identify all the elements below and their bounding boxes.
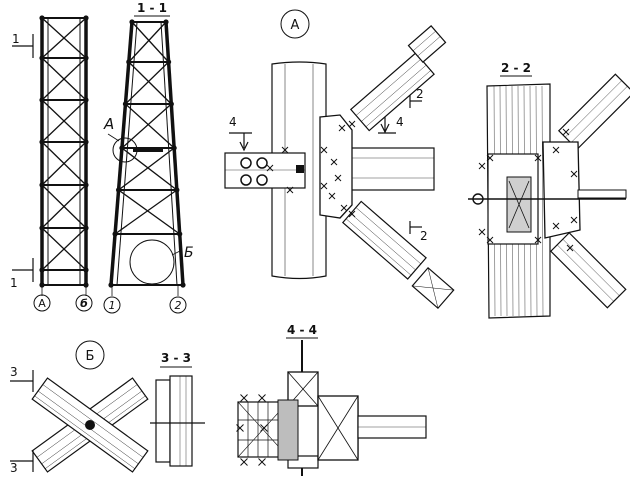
section-title-3-3: 3 - 3 <box>161 351 191 365</box>
node-marker-a: А <box>103 115 114 133</box>
axis-bubble-1: 1 <box>109 299 116 312</box>
section-title-4-4: 4 - 4 <box>287 323 317 337</box>
section-3-3-view: 3 - 3 <box>150 351 205 467</box>
cut-mark-left-4: 4 <box>229 115 237 129</box>
section-title-2-2: 2 - 2 <box>501 61 531 75</box>
section-2-2-view: 2 - 2 <box>468 61 630 319</box>
cut-mark-bottom-1: 1 <box>10 276 18 290</box>
cut-mark-top-3: 3 <box>10 365 18 379</box>
callout-a: A <box>291 18 300 33</box>
cut-mark-top-2: 2 <box>416 87 424 101</box>
cut-mark-bottom-3: 3 <box>10 461 18 475</box>
node-marker-b: Б <box>184 245 194 261</box>
axis-bubble-a: A <box>38 297 46 310</box>
tower-elevation: 1 1 A б <box>10 15 93 312</box>
node-a-detail: A <box>224 9 455 310</box>
cut-mark-top-1: 1 <box>12 32 20 46</box>
cut-mark-bottom-2: 2 <box>420 229 428 243</box>
axis-bubble-b: б <box>80 297 88 310</box>
section-4-4-view: 4 - 4 <box>236 323 427 476</box>
axis-bubble-2: 2 <box>175 299 182 312</box>
tower-section-1-1: 1 - 1 А Б 1 2 <box>103 1 194 314</box>
node-b-detail: Б 3 3 <box>10 340 149 475</box>
cut-mark-right-4: 4 <box>396 115 404 129</box>
callout-b: Б <box>86 349 95 364</box>
section-title-1-1: 1 - 1 <box>137 1 167 15</box>
